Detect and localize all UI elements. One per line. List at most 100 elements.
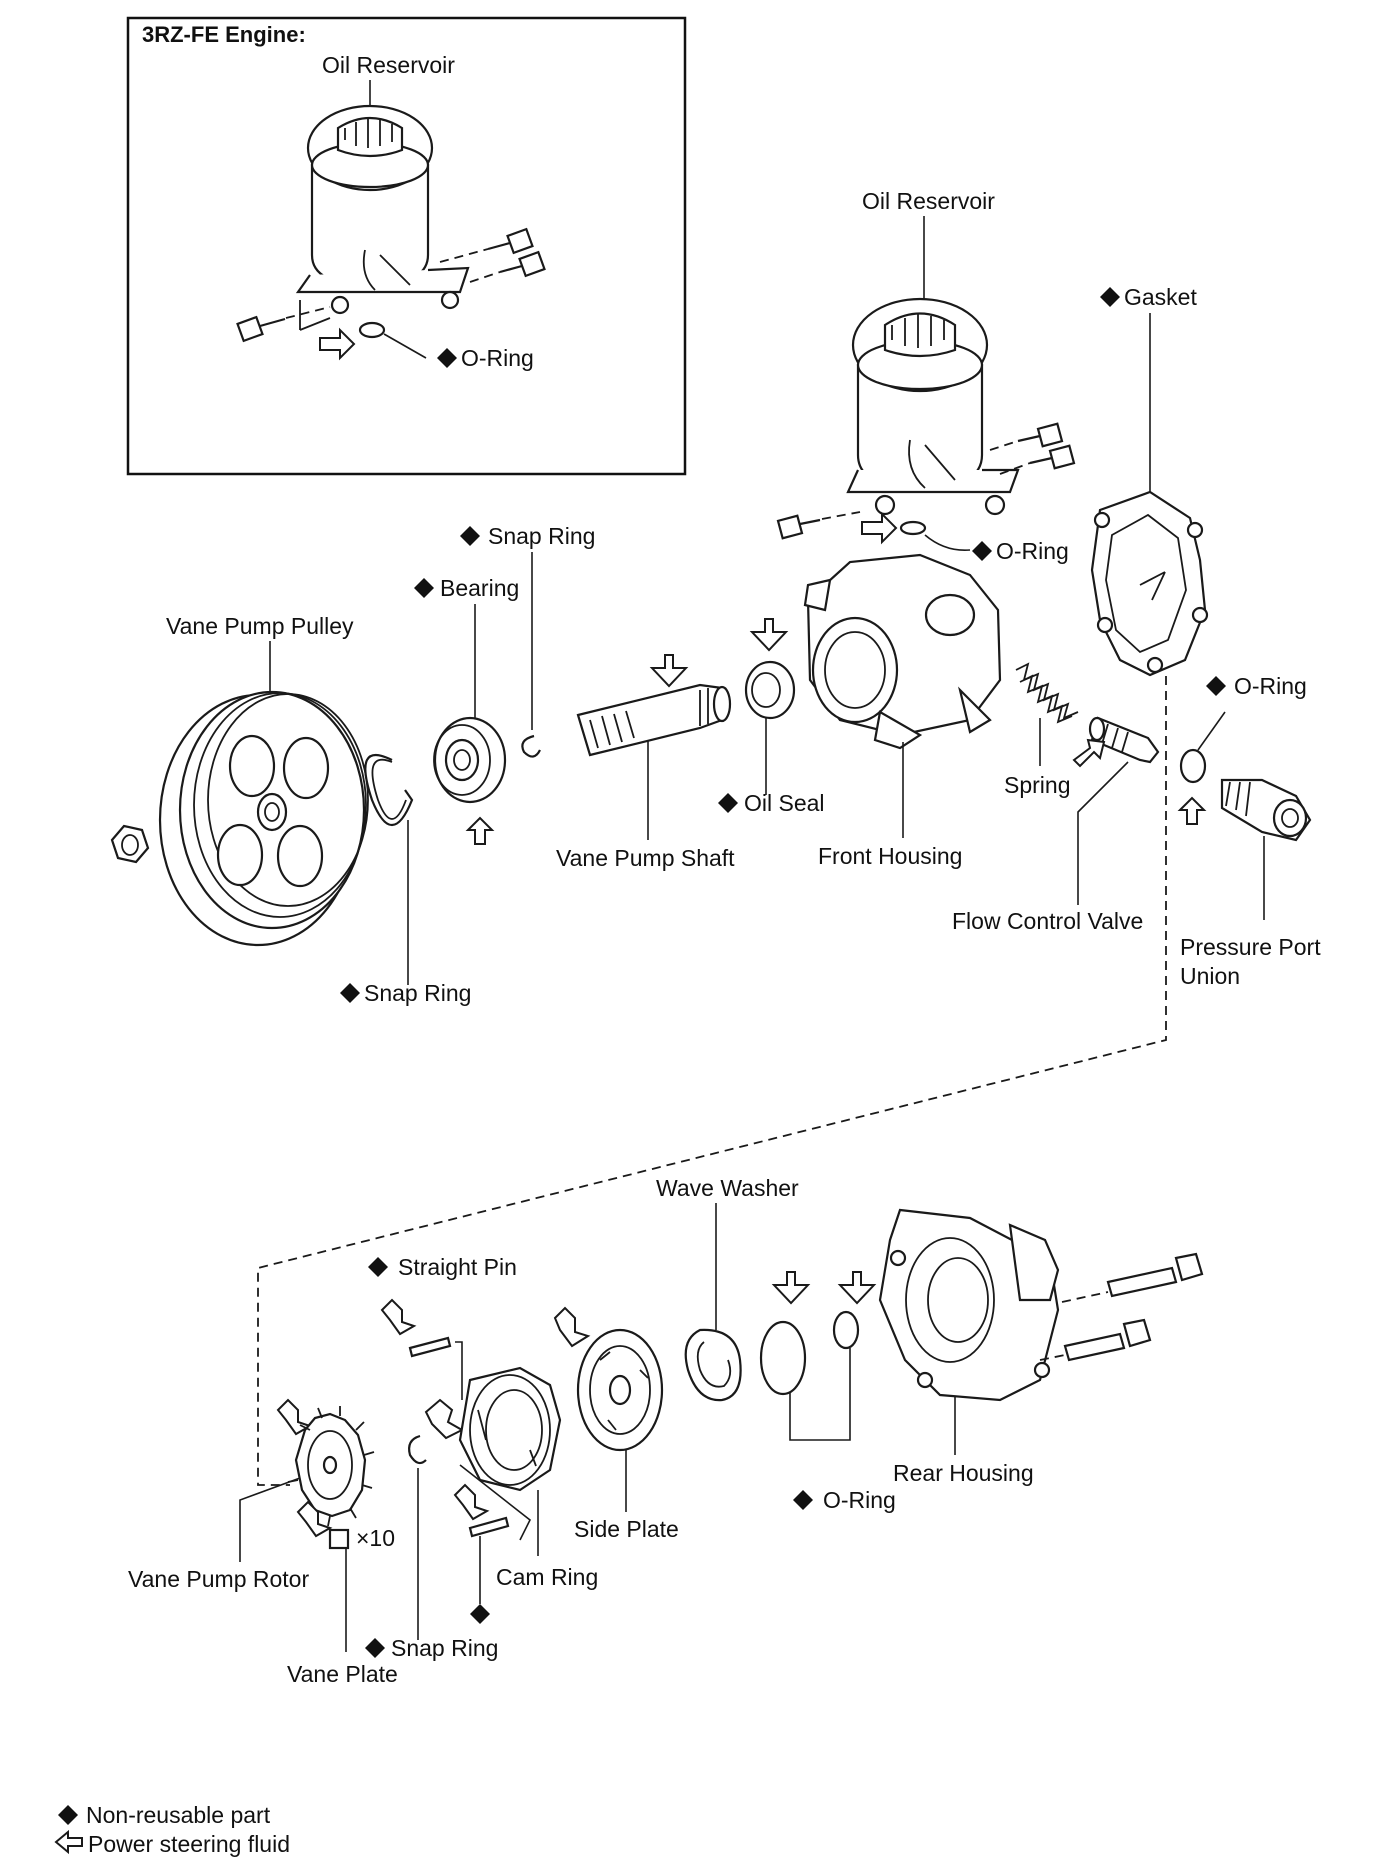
inset-frame — [126, 16, 687, 476]
reservoir-o-ring-label: O-Ring — [996, 538, 1069, 564]
wave-washer-label: Wave Washer — [656, 1175, 799, 1201]
rear-housing: Rear Housing — [878, 1208, 1060, 1486]
o-ring-union-diamond-icon — [1206, 676, 1226, 696]
vane-plate-fluid-arrow-icon — [296, 1500, 333, 1538]
bearing-fluid-arrow-icon — [465, 816, 495, 845]
legend-non-reusable-label: Non-reusable part — [86, 1802, 271, 1828]
gasket-diamond-icon — [1100, 287, 1120, 307]
pressure-port-union-label-1: Pressure Port — [1180, 934, 1321, 960]
snap-ring-top-diamond-icon — [460, 526, 480, 546]
side-plate-label: Side Plate — [574, 1516, 679, 1542]
gasket-label: Gasket — [1124, 284, 1197, 310]
o-ring-union-label: O-Ring — [1234, 673, 1307, 699]
o-ring-union-leader — [1197, 711, 1226, 751]
bearing-label: Bearing — [440, 575, 519, 601]
inset-title: 3RZ-FE Engine: — [142, 22, 306, 47]
legend-non-reusable-diamond-icon — [58, 1805, 78, 1825]
straight-pin-diamond-icon — [368, 1257, 388, 1277]
snap-ring-top: Snap Ring — [460, 523, 595, 758]
flow-control-valve-label: Flow Control Valve — [952, 908, 1143, 934]
inset-o-ring-label: O-Ring — [461, 345, 534, 371]
o-ring-rear-fluid-arrow-2-icon — [837, 1271, 877, 1305]
snap-ring-pulley: Snap Ring — [340, 754, 471, 1006]
spring: Spring — [1004, 662, 1079, 798]
vane-plate-label: Vane Plate — [287, 1661, 398, 1687]
cam-ring-fluid-arrow-icon — [424, 1398, 465, 1440]
reservoir-bolts — [776, 422, 1076, 540]
vane-plate-part — [328, 1528, 350, 1550]
side-plate: Side Plate — [553, 1306, 679, 1542]
oil-seal-diamond-icon — [718, 793, 738, 813]
union-fluid-arrow-icon — [1177, 796, 1207, 825]
valve-fluid-arrow-icon — [1072, 738, 1106, 768]
gasket: Gasket — [1090, 284, 1209, 677]
o-ring-rear: O-Ring — [759, 1271, 896, 1513]
vane-plate: ×10 Vane Plate — [287, 1500, 398, 1687]
flow-control-valve-leader — [1077, 761, 1129, 905]
inset-o-ring — [358, 321, 386, 339]
pulley-nut — [110, 824, 150, 864]
legend-fluid-label: Power steering fluid — [88, 1831, 290, 1857]
pressure-port-union-label-2: Union — [1180, 963, 1240, 989]
o-ring-rear-label: O-Ring — [823, 1487, 896, 1513]
side-plate-fluid-arrow-icon — [553, 1306, 591, 1348]
straight-pin-label: Straight Pin — [398, 1254, 517, 1280]
vane-pump-pulley: Vane Pump Pulley — [158, 613, 369, 947]
inset-bolts — [236, 227, 546, 343]
rear-housing-bolts — [1039, 1252, 1204, 1362]
inset-3rz-fe-engine: 3RZ-FE Engine: Oil Reservoir — [126, 16, 687, 476]
vane-pump-rotor-label: Vane Pump Rotor — [128, 1566, 309, 1592]
snap-ring-top-label: Snap Ring — [488, 523, 595, 549]
vane-pump-shaft: Vane Pump Shaft — [556, 654, 735, 871]
o-ring-union: O-Ring — [1177, 673, 1307, 825]
rear-housing-label: Rear Housing — [893, 1460, 1034, 1486]
straight-pin-lower-fluid-arrow-icon — [453, 1483, 490, 1521]
straight-pin-lower-diamond-icon — [470, 1604, 490, 1624]
inset-o-ring-diamond-icon — [437, 348, 457, 368]
reservoir-o-ring-leader — [924, 534, 971, 552]
cam-ring-label: Cam Ring — [496, 1564, 598, 1590]
o-ring-rear-fluid-arrow-1-icon — [771, 1271, 811, 1305]
oil-reservoir-label: Oil Reservoir — [862, 188, 995, 214]
flow-control-valve: Flow Control Valve — [952, 716, 1160, 934]
oil-reservoir: Oil Reservoir — [846, 188, 1020, 516]
vane-pump-rotor: Vane Pump Rotor — [128, 1398, 375, 1592]
vane-pump-shaft-label: Vane Pump Shaft — [556, 845, 735, 871]
oil-seal-fluid-arrow-icon — [749, 618, 789, 652]
snap-ring-pulley-label: Snap Ring — [364, 980, 471, 1006]
pressure-port-union: Pressure Port Union — [1180, 778, 1321, 989]
vane-pump-pulley-label: Vane Pump Pulley — [166, 613, 354, 639]
oil-seal: Oil Seal — [718, 618, 825, 816]
shaft-fluid-arrow-icon — [649, 654, 689, 688]
straight-pin-fluid-arrow-icon — [380, 1298, 417, 1336]
front-housing-label: Front Housing — [818, 843, 962, 869]
legend: Non-reusable part Power steering fluid — [54, 1802, 290, 1857]
wave-washer: Wave Washer — [656, 1175, 799, 1402]
reservoir-o-ring — [899, 520, 927, 536]
bearing-diamond-icon — [414, 578, 434, 598]
o-ring-rear-diamond-icon — [793, 1490, 813, 1510]
inset-o-ring-leader — [383, 333, 427, 359]
oil-seal-label: Oil Seal — [744, 790, 825, 816]
inset-fluid-arrow-icon — [319, 327, 356, 361]
snap-ring-bottom-label: Snap Ring — [391, 1635, 498, 1661]
snap-ring-bottom-diamond-icon — [365, 1638, 385, 1658]
o-ring-rear-leader — [789, 1348, 851, 1441]
straight-pin-lower — [453, 1483, 510, 1624]
front-housing: Front Housing — [803, 553, 1002, 869]
cam-ring: Cam Ring — [424, 1366, 598, 1590]
straight-pin: Straight Pin — [368, 1254, 517, 1400]
vane-count-label: ×10 — [356, 1525, 395, 1551]
reservoir-fluid-arrow-icon — [861, 511, 898, 545]
straight-pin-leader — [455, 1341, 463, 1400]
assembly-guide-line — [257, 676, 1167, 1486]
legend-fluid-arrow-icon — [54, 1829, 83, 1855]
snap-ring-bottom: Snap Ring — [365, 1434, 498, 1661]
inset-oil-reservoir-label: Oil Reservoir — [322, 52, 455, 78]
reservoir-o-ring-diamond-icon — [972, 541, 992, 561]
cam-ring-guide — [459, 1464, 532, 1541]
vane-pump-rotor-leader — [239, 1477, 301, 1562]
spring-label: Spring — [1004, 772, 1070, 798]
snap-ring-pulley-diamond-icon — [340, 983, 360, 1003]
